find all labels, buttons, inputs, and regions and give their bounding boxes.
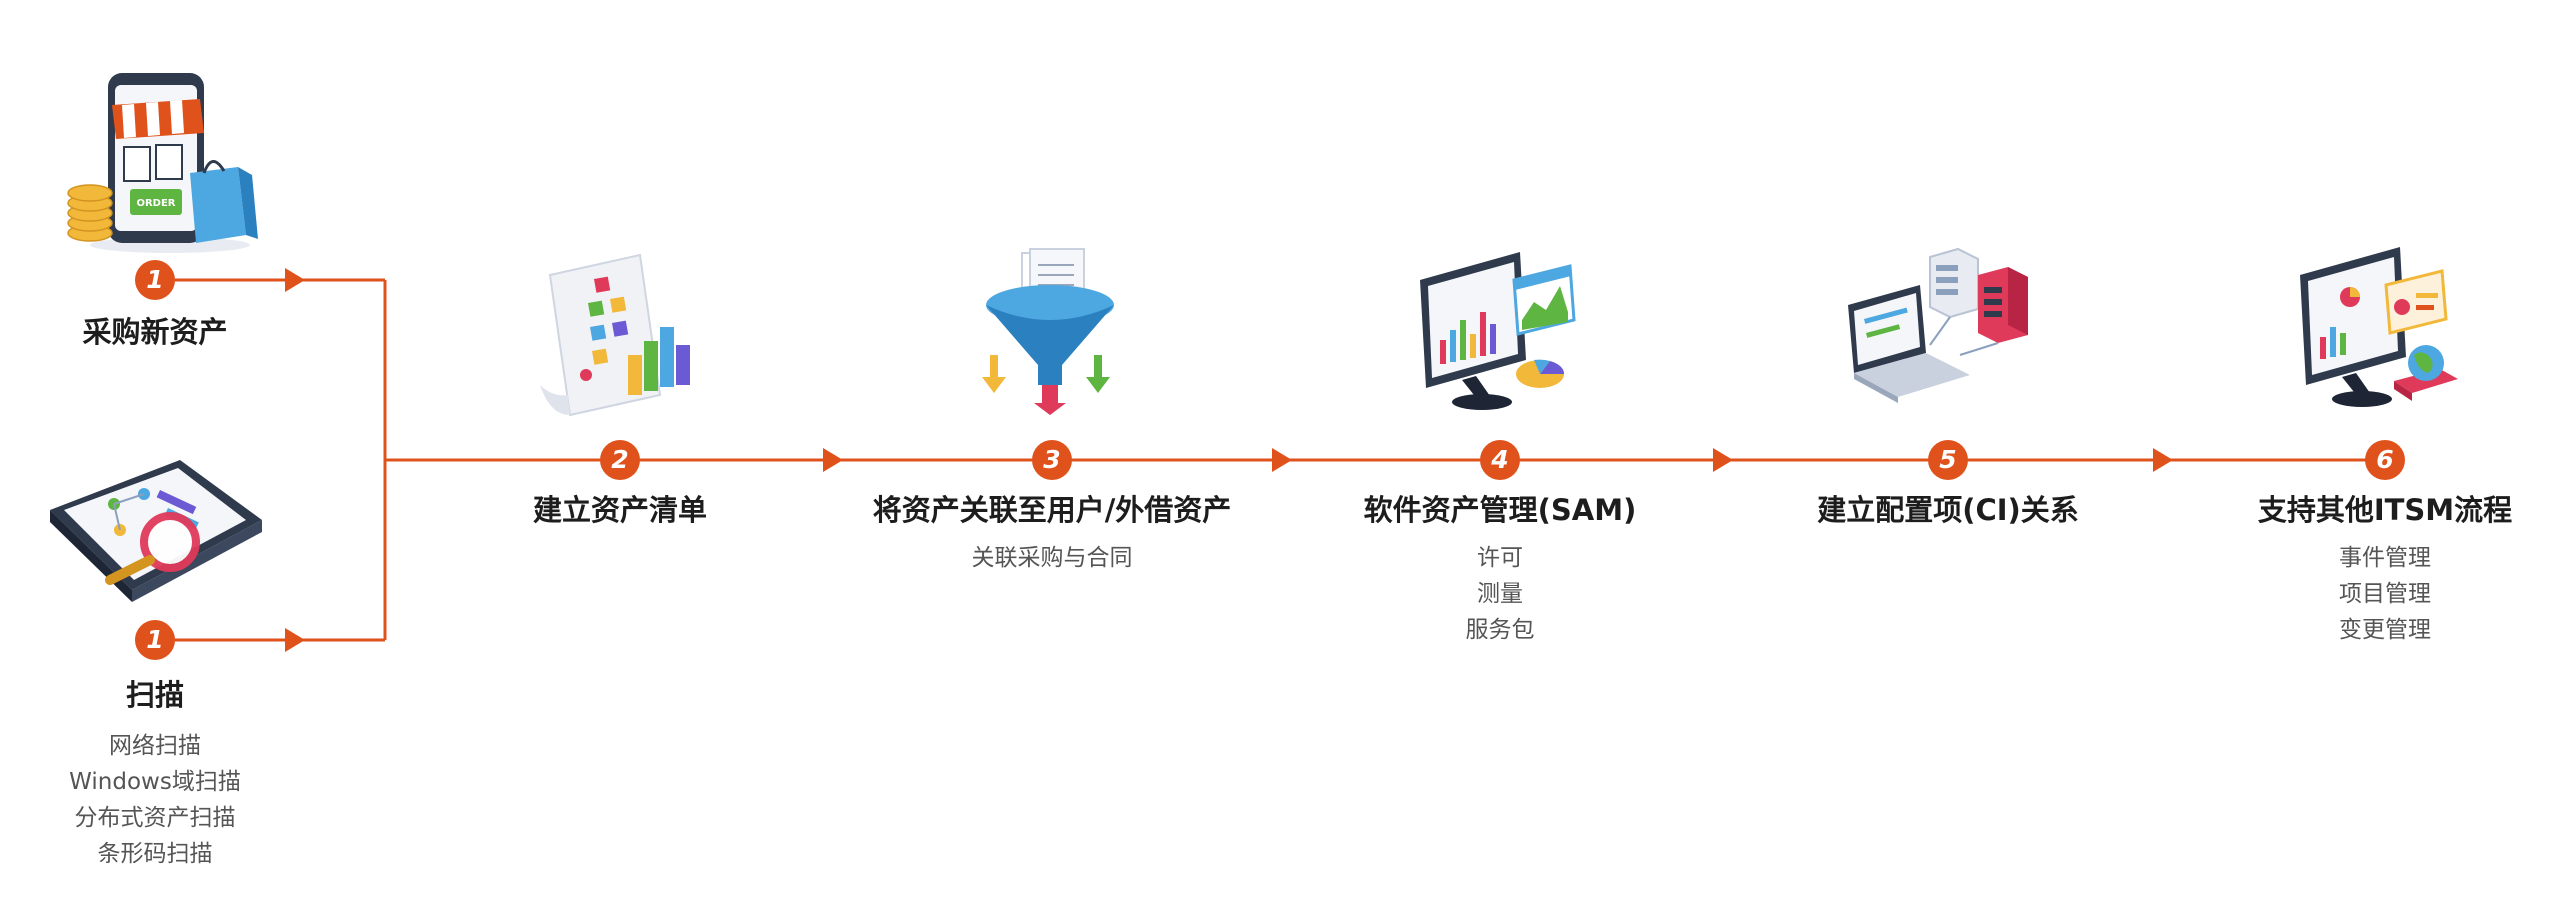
step-title-ci: 建立配置项(CI)关系 — [1817, 493, 2079, 527]
step-detail-line: 许可 — [1477, 545, 1523, 571]
step-detail-line: 事件管理 — [2339, 545, 2431, 571]
step-badge-sam: 4 — [1480, 440, 1520, 480]
arrow-icon — [1713, 448, 1733, 472]
arrow-icon — [285, 268, 305, 292]
step-detail-line: 关联采购与合同 — [971, 545, 1133, 571]
svg-text:ORDER: ORDER — [136, 198, 175, 209]
step-detail-line: 服务包 — [1465, 617, 1535, 643]
arrow-icon — [1272, 448, 1292, 472]
step-detail-line: Windows域扫描 — [69, 769, 241, 795]
step-details-sam: 许可 测量 服务包 — [1260, 540, 1740, 648]
arrow-icon — [823, 448, 843, 472]
step-title-associate: 将资产关联至用户/外借资产 — [872, 493, 1232, 527]
step-title-itsm: 支持其他ITSM流程 — [2257, 493, 2513, 527]
step-badge-ci: 5 — [1928, 440, 1968, 480]
step-title-purchase: 采购新资产 — [82, 315, 228, 349]
monitor-analytics-icon — [1420, 252, 1576, 410]
document-chart-icon — [540, 253, 690, 417]
step-badge-itsm: 6 — [2365, 440, 2405, 480]
step-badge-associate: 3 — [1032, 440, 1072, 480]
step-title-inventory: 建立资产清单 — [532, 493, 707, 527]
step-detail-line: 分布式资产扫描 — [74, 805, 236, 831]
step-title-sam: 软件资产管理(SAM) — [1363, 493, 1637, 527]
step-detail-line: 测量 — [1477, 581, 1523, 607]
tablet-magnifier-icon — [50, 460, 262, 602]
step-badge-inventory: 2 — [600, 440, 640, 480]
step-details-associate: 关联采购与合同 — [812, 540, 1292, 576]
arrow-icon — [285, 628, 305, 652]
step-detail-line: 变更管理 — [2339, 617, 2431, 643]
laptop-server-icon — [1848, 247, 2028, 403]
shop-order-phone-icon: ORDER — [67, 73, 258, 253]
step-badge-scan: 1 — [135, 620, 175, 660]
step-detail-line: 条形码扫描 — [97, 841, 213, 867]
monitor-globe-icon — [2300, 247, 2458, 407]
step-details-itsm: 事件管理 项目管理 变更管理 — [2145, 540, 2560, 648]
step-detail-line: 项目管理 — [2339, 581, 2431, 607]
arrow-icon — [2153, 448, 2173, 472]
step-badge-purchase: 1 — [135, 260, 175, 300]
step-details-scan: 网络扫描 Windows域扫描 分布式资产扫描 条形码扫描 — [0, 728, 395, 872]
step-title-scan: 扫描 — [125, 678, 184, 712]
step-detail-line: 网络扫描 — [109, 733, 201, 759]
funnel-documents-icon — [982, 248, 1114, 415]
